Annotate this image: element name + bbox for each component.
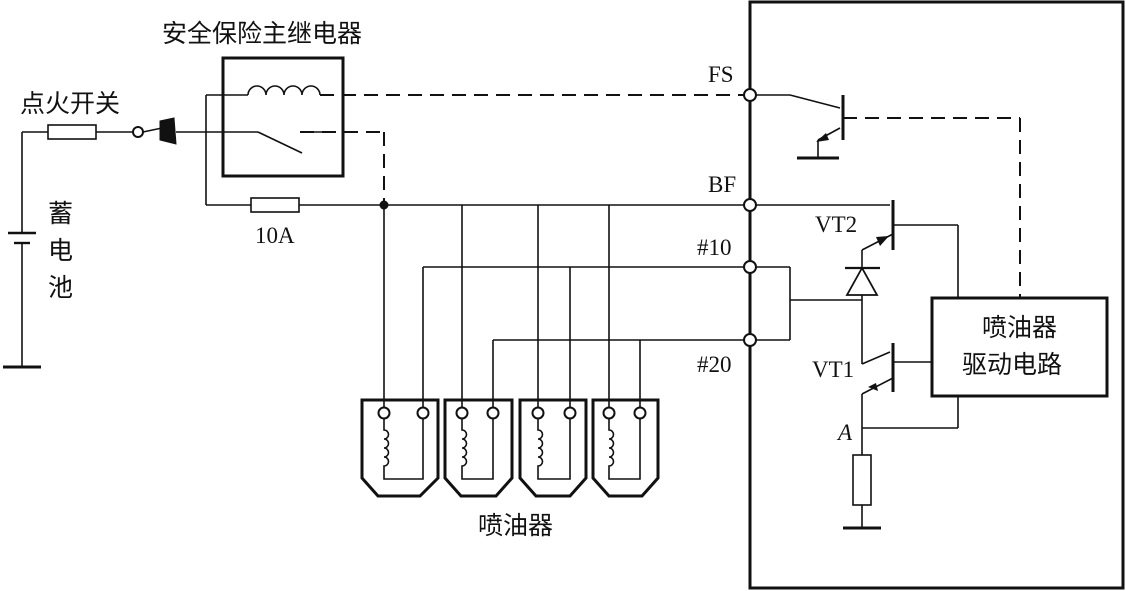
main-relay-label: 安全保险主继电器 xyxy=(162,19,362,48)
relay-contact-icon xyxy=(257,131,303,154)
fs-transistor-icon xyxy=(756,94,845,160)
battery-icon xyxy=(3,132,41,369)
battery-label-1: 蓄 xyxy=(48,199,73,228)
ecu-box xyxy=(748,0,1125,590)
diode-icon xyxy=(790,266,880,301)
terminal-bf-label: BF xyxy=(708,172,736,197)
node-a-label: A xyxy=(836,420,853,445)
vt1-transistor-icon xyxy=(861,343,932,455)
driver-circuit-box xyxy=(930,296,1109,398)
driver-label-2: 驱动电路 xyxy=(962,350,1062,379)
injector-3-icon xyxy=(518,398,588,498)
resistor-icon xyxy=(852,454,872,506)
driver-label-1: 喷油器 xyxy=(982,313,1057,342)
vt2-label: VT2 xyxy=(815,212,857,237)
injector-1-icon xyxy=(360,398,440,498)
relay-coil-icon xyxy=(247,85,321,96)
terminal-20-label: #20 xyxy=(697,352,732,377)
battery-label-2: 电 xyxy=(48,236,73,265)
injectors-label: 喷油器 xyxy=(478,511,553,540)
terminal-fs-label: FS xyxy=(708,62,734,87)
vt1-label: VT1 xyxy=(812,357,854,382)
ignition-fuse-icon xyxy=(47,124,97,140)
fuse-10a-label: 10A xyxy=(255,223,295,248)
fuse-10a-icon xyxy=(250,197,300,213)
main-relay-box xyxy=(221,56,345,178)
injector-4-icon xyxy=(591,398,660,498)
vt2-transistor-icon xyxy=(756,200,959,364)
injector-2-icon xyxy=(443,398,514,498)
battery-label-3: 池 xyxy=(48,273,73,302)
ignition-switch-icon xyxy=(142,117,177,145)
terminal-10-label: #10 xyxy=(697,235,732,260)
ignition-switch-label: 点火开关 xyxy=(20,89,120,118)
